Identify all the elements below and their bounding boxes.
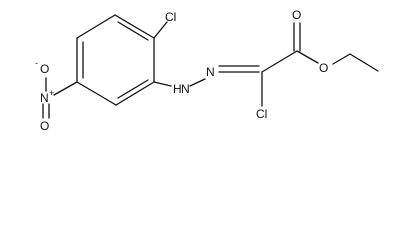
atom-cl-ring: Cl <box>165 10 176 24</box>
bond-c-o-ester <box>296 50 319 64</box>
atom-n-azo: N <box>206 65 215 79</box>
bond-ring-cl <box>153 21 168 39</box>
benzene-ring <box>76 14 155 106</box>
atom-cl-side: Cl <box>256 107 267 121</box>
bond-ch2-ch3 <box>349 53 379 72</box>
atom-n-nh: N <box>181 82 190 96</box>
atom-o-nitro-bottom: O <box>40 119 49 133</box>
atom-o-ester: O <box>319 61 328 75</box>
bond-ring-nh <box>153 81 172 87</box>
charge-n-nitro: + <box>49 88 54 98</box>
atom-n-nitro: N <box>40 91 49 105</box>
structure-canvas: Cl H N N Cl O O N + O - O <box>35 8 379 133</box>
atom-o-carbonyl: O <box>292 8 301 22</box>
atom-h-nh: H <box>173 82 182 96</box>
bond-nh-n <box>189 78 206 87</box>
atom-o-nitro-top: O <box>40 62 49 76</box>
bond-c-carbonyl <box>261 50 298 73</box>
bond-ring-nitro <box>53 81 78 96</box>
bond-o-ch2 <box>332 53 351 65</box>
molecule-diagram: Cl H N N Cl O O N + O - O <box>35 8 379 133</box>
charge-o-nitro-top: - <box>35 58 38 68</box>
